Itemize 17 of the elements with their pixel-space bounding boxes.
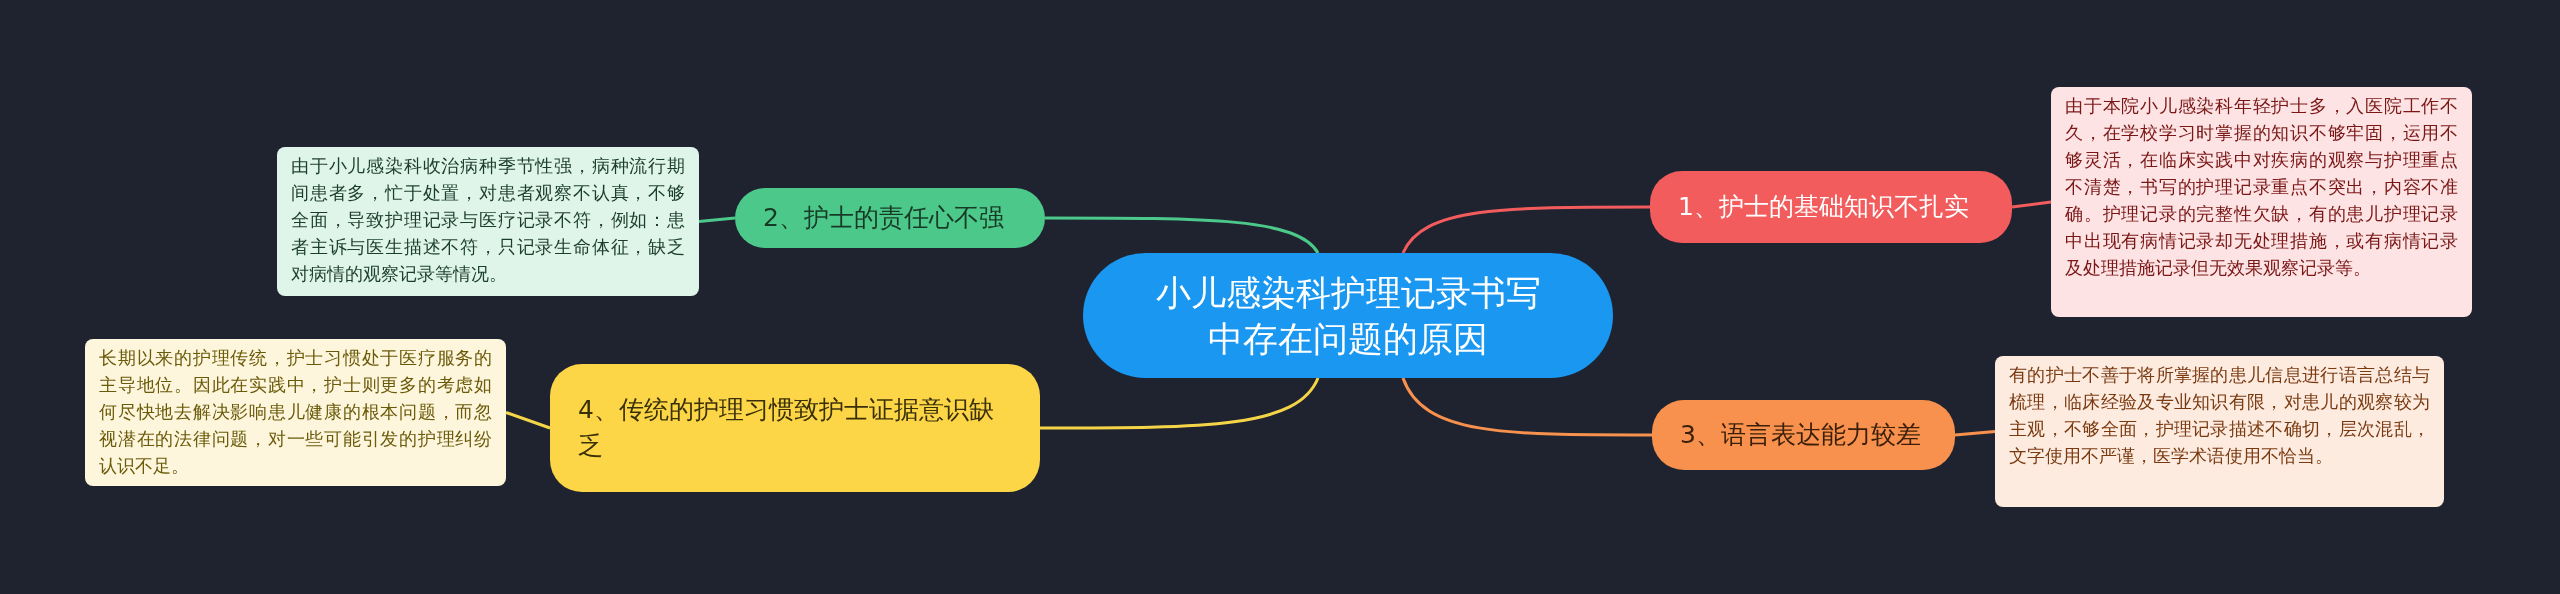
note-card: 由于小儿感染科收治病种季节性强，病种流行期间患者多，忙于处置，对患者观察不认真，不够全面，导致护理记录与医疗记录不符，例如：患者主诉与医生描述不符，只记录生命体征，缺乏对病情的观察记录等情况。: [277, 147, 699, 296]
branch-bubble: 3、语言表达能力较差: [1652, 400, 1955, 470]
note-card: 有的护士不善于将所掌握的患儿信息进行语言总结与梳理，临床经验及专业知识有限，对患儿的观察较为主观，不够全面，护理记录描述不确切，层次混乱，文字使用不严谨，医学术语使用不恰当。: [1995, 356, 2444, 507]
connector-line: [698, 216, 736, 223]
connector-line: [1040, 377, 1320, 430]
connector-line: [1954, 430, 1996, 437]
connector-line: [2011, 200, 2052, 209]
note-card: 由于本院小儿感染科年轻护士多，入医院工作不久，在学校学习时掌握的知识不够牢固，运用不够灵活，在临床实践中对疾病的观察与护理重点不清楚，书写的护理记录重点不突出，内容不准确。护理记录的完整性欠缺，有的患儿护理记录中出现有病情记录却无处理措施，或有病情记录及处理措施记录但无效果观察记录等。: [2051, 87, 2472, 317]
connector-line: [1401, 377, 1652, 437]
connector-line: [1045, 216, 1320, 254]
note-card: 长期以来的护理传统，护士习惯处于医疗服务的主导地位。因此在实践中，护士则更多的考虑如何尽快地去解决影响患儿健康的根本问题，而忽视潜在的法律问题，对一些可能引发的护理纠纷认识不足。: [85, 339, 506, 486]
connector-line: [505, 411, 551, 430]
connector-line: [1401, 205, 1650, 254]
topic-bubble: 小儿感染科护理记录书写中存在问题的原因: [1083, 253, 1613, 378]
branch-bubble: 4、传统的护理习惯致护士证据意识缺乏: [550, 364, 1040, 492]
branch-bubble: 2、护士的责任心不强: [735, 188, 1045, 248]
branch-bubble: 1、护士的基础知识不扎实: [1650, 171, 2012, 243]
